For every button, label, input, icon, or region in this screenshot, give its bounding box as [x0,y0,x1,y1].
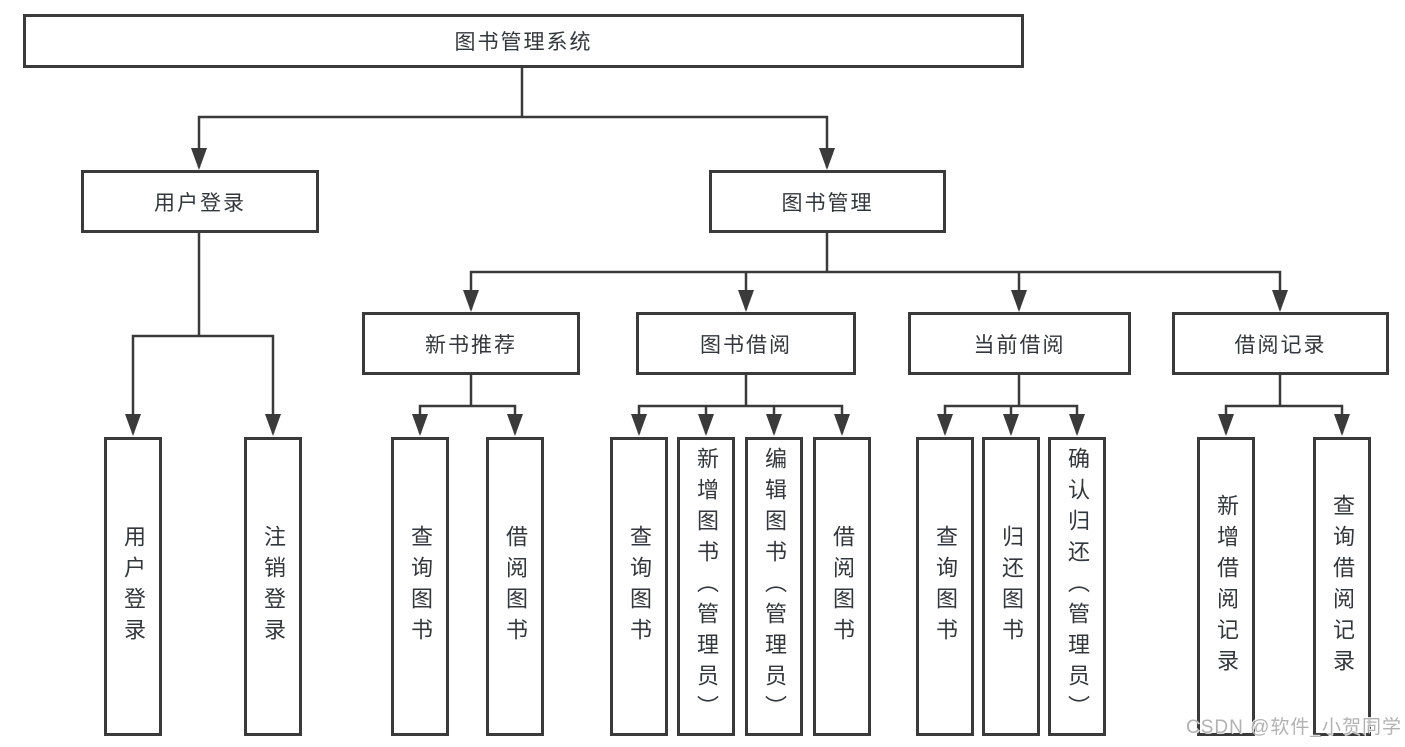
node-root-library-system: 图书管理系统 [23,14,1024,68]
connector-book-mgmt-to-level3 [463,231,1288,312]
arrowhead [125,414,281,436]
connector-new-book-rec-to-leaves [412,373,523,436]
arrowhead [937,414,1085,436]
node-leaf-bb-edit-books-admin: 编辑图书（管理员） [745,437,803,736]
node-leaf-rec-borrow-books: 借阅图书 [486,437,544,736]
node-leaf-bb-query-books: 查询图书 [610,437,668,736]
connector-root-to-level2 [191,66,835,170]
connector-line [131,231,275,434]
connector-line [469,231,1282,310]
node-user-login-branch: 用户登录 [81,170,319,233]
node-leaf-cb-query-books: 查询图书 [916,437,974,736]
node-leaf-logout: 注销登录 [244,437,302,736]
connector-line [1224,373,1344,434]
connector-book-borrow-to-leaves [631,373,850,436]
node-book-borrowing: 图书借阅 [636,312,856,375]
node-leaf-cb-return-books: 归还图书 [982,437,1040,736]
arrowhead [191,148,835,170]
node-leaf-user-login: 用户登录 [104,437,162,736]
connector-line [418,373,517,434]
connector-line [197,66,829,168]
node-current-borrowing: 当前借阅 [908,312,1131,375]
connector-current-borrow-to-leaves [937,373,1085,436]
node-leaf-bb-add-books-admin: 新增图书（管理员） [677,437,735,736]
node-leaf-rec-query-books: 查询图书 [391,437,449,736]
node-leaf-br-query-record: 查询借阅记录 [1313,437,1371,736]
node-borrowing-records: 借阅记录 [1172,312,1389,375]
node-new-book-recommend: 新书推荐 [362,312,580,375]
arrowhead [631,414,850,436]
node-leaf-cb-confirm-return-admin: 确认归还（管理员） [1048,437,1106,736]
csdn-watermark: CSDN @软件_小贺同学 [1186,717,1402,738]
connector-user-login-to-leaves [125,231,281,436]
connector-line [637,373,844,434]
arrowhead [412,414,523,436]
node-book-management-branch: 图书管理 [709,170,946,233]
arrowhead [463,290,1288,312]
node-leaf-bb-borrow-books: 借阅图书 [813,437,871,736]
node-leaf-br-add-record: 新增借阅记录 [1197,437,1255,736]
connector-borrow-records-to-leaves [1218,373,1350,436]
arrowhead [1218,414,1350,436]
